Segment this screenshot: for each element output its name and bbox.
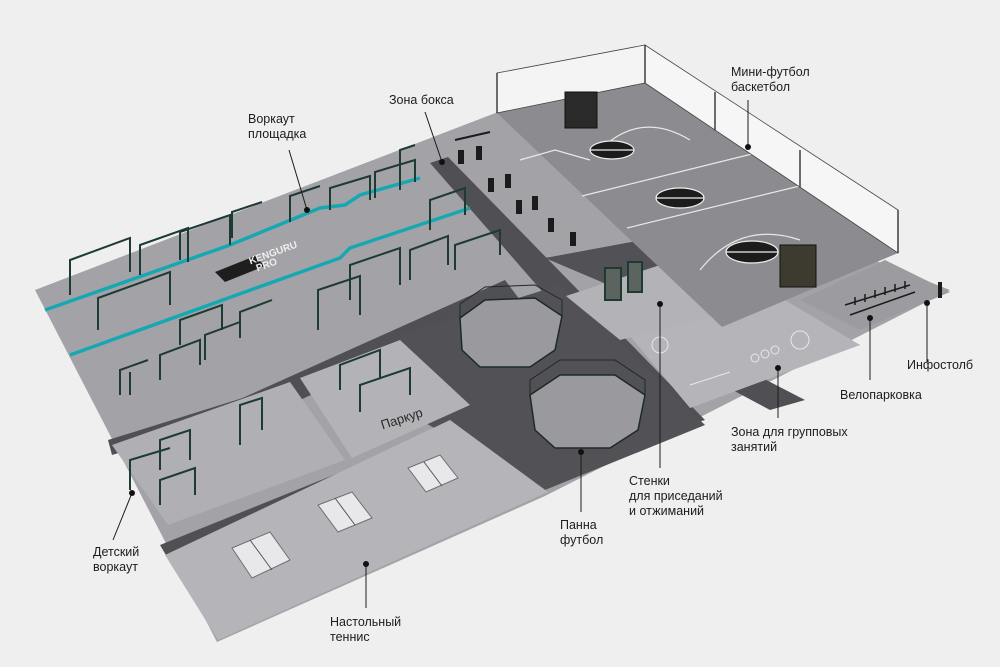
- parkour-zone: [300, 340, 470, 458]
- pointer-lines: [112, 100, 928, 608]
- pointer-dots: [129, 144, 930, 567]
- brand-mat: [215, 256, 265, 282]
- bike-rack: [844, 281, 916, 316]
- panna-cage-2: [529, 359, 646, 449]
- label-veloparking: Велопарковка: [840, 388, 922, 402]
- squat-walls: [604, 261, 643, 301]
- goal-top: [564, 91, 598, 129]
- court-net-posts: [496, 45, 899, 253]
- kids-workout-zone: [112, 382, 345, 525]
- panna-cage-1: [459, 284, 563, 368]
- tennis-tables: [231, 454, 459, 579]
- boxing-bags: [458, 146, 576, 246]
- workout-bars: [69, 144, 501, 505]
- label-boxing-zone: Зона бокса: [389, 93, 454, 107]
- label-infostolb: Инфостолб: [907, 358, 974, 372]
- goal-bottom: [779, 244, 817, 288]
